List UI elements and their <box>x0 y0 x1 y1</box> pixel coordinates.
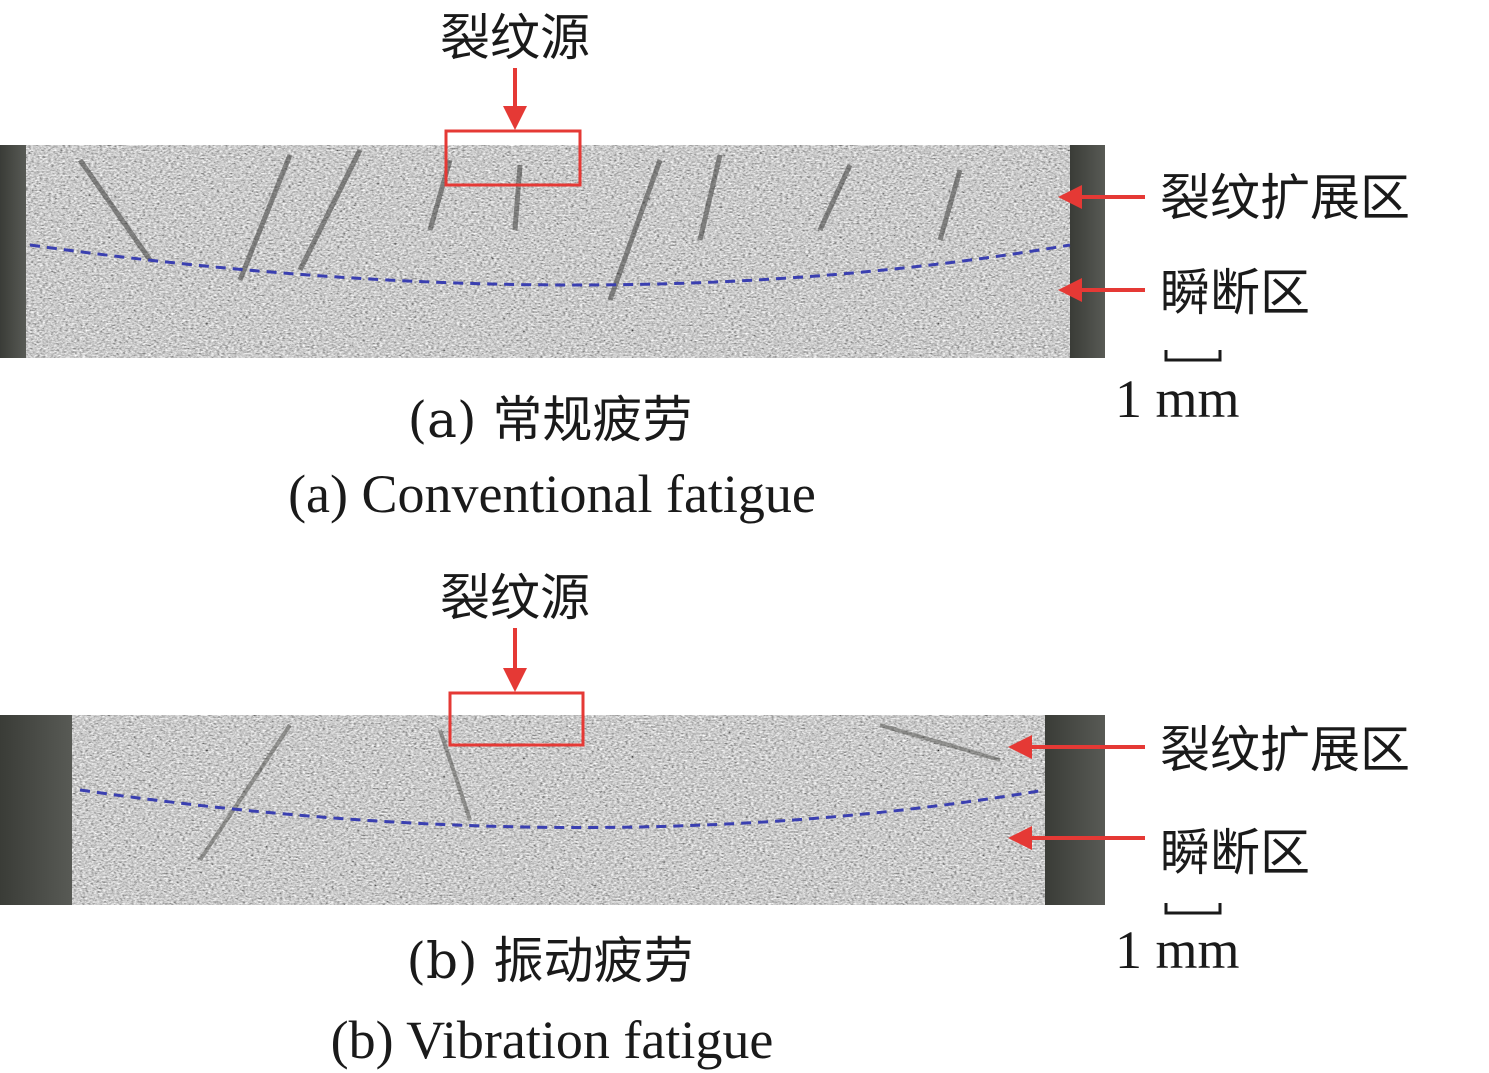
fracture-image-a <box>0 145 1105 358</box>
final-fracture-zone-label: 瞬断区 <box>1160 264 1310 322</box>
zone-boundary-line <box>79 788 1046 829</box>
propagation-zone-label: 裂纹扩展区 <box>1160 721 1410 779</box>
caption-zh: (b) 振动疲劳 <box>407 932 694 990</box>
scale-label: 1 mm <box>1115 369 1240 429</box>
crack-source-box <box>448 691 585 747</box>
scale-bar <box>1164 350 1222 362</box>
caption-en: (a) Conventional fatigue <box>288 464 816 524</box>
zone-boundary-line <box>29 243 1071 287</box>
caption-en: (b) Vibration fatigue <box>331 1010 774 1070</box>
caption-zh: (a) 常规疲劳 <box>408 391 693 449</box>
final-fracture-zone-label: 瞬断区 <box>1160 824 1310 882</box>
fracture-image-b <box>0 715 1105 905</box>
scale-bar <box>1164 903 1222 915</box>
crack-source-label: 裂纹源 <box>440 9 590 67</box>
crack-source-box <box>444 129 582 187</box>
panel-a: 裂纹源 裂纹扩展区 瞬断区 1 mm (a) 常规疲劳 (a) Conventi… <box>0 9 1410 524</box>
panel-b: 裂纹源 裂纹扩展区 瞬断区 1 mm (b) 振动疲劳 (b) Vibratio… <box>0 569 1410 1070</box>
propagation-zone-label: 裂纹扩展区 <box>1160 169 1410 227</box>
scale-label: 1 mm <box>1115 920 1240 980</box>
crack-source-label: 裂纹源 <box>440 569 590 627</box>
